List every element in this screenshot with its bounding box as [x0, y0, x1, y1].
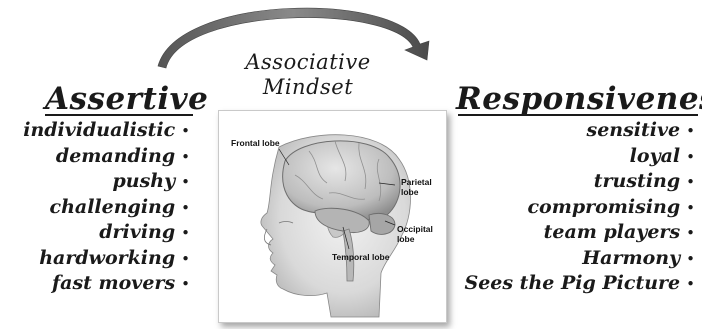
responsiveness-list: sensitive• loyal• trusting• compromising…	[460, 118, 695, 297]
list-item: demanding•	[0, 144, 190, 170]
bullet-icon: •	[181, 224, 190, 242]
bullet-icon: •	[181, 122, 190, 140]
assertive-list: individualistic• demanding• pushy• chall…	[0, 118, 190, 297]
list-item: challenging•	[0, 195, 190, 221]
bullet-icon: •	[686, 224, 695, 242]
list-item: individualistic•	[0, 118, 190, 144]
bullet-icon: •	[181, 199, 190, 217]
assertive-underline	[45, 114, 193, 116]
center-title-line1: Associative	[228, 50, 388, 75]
center-title-line2: Mindset	[228, 75, 388, 100]
brain-illustration-frame: Frontal lobe Parietal lobe Occipital lob…	[218, 110, 447, 323]
list-item: driving•	[0, 220, 190, 246]
list-item: Harmony•	[460, 246, 695, 272]
bullet-icon: •	[686, 173, 695, 191]
bullet-icon: •	[686, 275, 695, 293]
list-item: sensitive•	[460, 118, 695, 144]
responsiveness-underline	[458, 114, 698, 116]
list-item: compromising•	[460, 195, 695, 221]
occipital-lobe-label: Occipital lobe	[397, 224, 433, 244]
temporal-lobe-label: Temporal lobe	[332, 252, 389, 262]
list-item: pushy•	[0, 169, 190, 195]
bullet-icon: •	[686, 199, 695, 217]
list-item: Sees the Pig Picture•	[460, 271, 695, 297]
bullet-icon: •	[181, 173, 190, 191]
list-item: trusting•	[460, 169, 695, 195]
brain-shape	[283, 141, 400, 220]
responsiveness-heading: Responsiveness	[456, 82, 702, 116]
bullet-icon: •	[686, 250, 695, 268]
parietal-lobe-label: Parietal lobe	[401, 177, 432, 197]
assertive-heading: Assertive	[45, 82, 208, 116]
center-title: Associative Mindset	[228, 50, 388, 100]
frontal-lobe-label: Frontal lobe	[231, 138, 280, 148]
bullet-icon: •	[686, 122, 695, 140]
list-item: loyal•	[460, 144, 695, 170]
cerebellum-shape	[369, 213, 395, 234]
list-item: fast movers•	[0, 271, 190, 297]
bullet-icon: •	[686, 148, 695, 166]
bullet-icon: •	[181, 275, 190, 293]
list-item: hardworking•	[0, 246, 190, 272]
bullet-icon: •	[181, 250, 190, 268]
list-item: team players•	[460, 220, 695, 246]
bullet-icon: •	[181, 148, 190, 166]
